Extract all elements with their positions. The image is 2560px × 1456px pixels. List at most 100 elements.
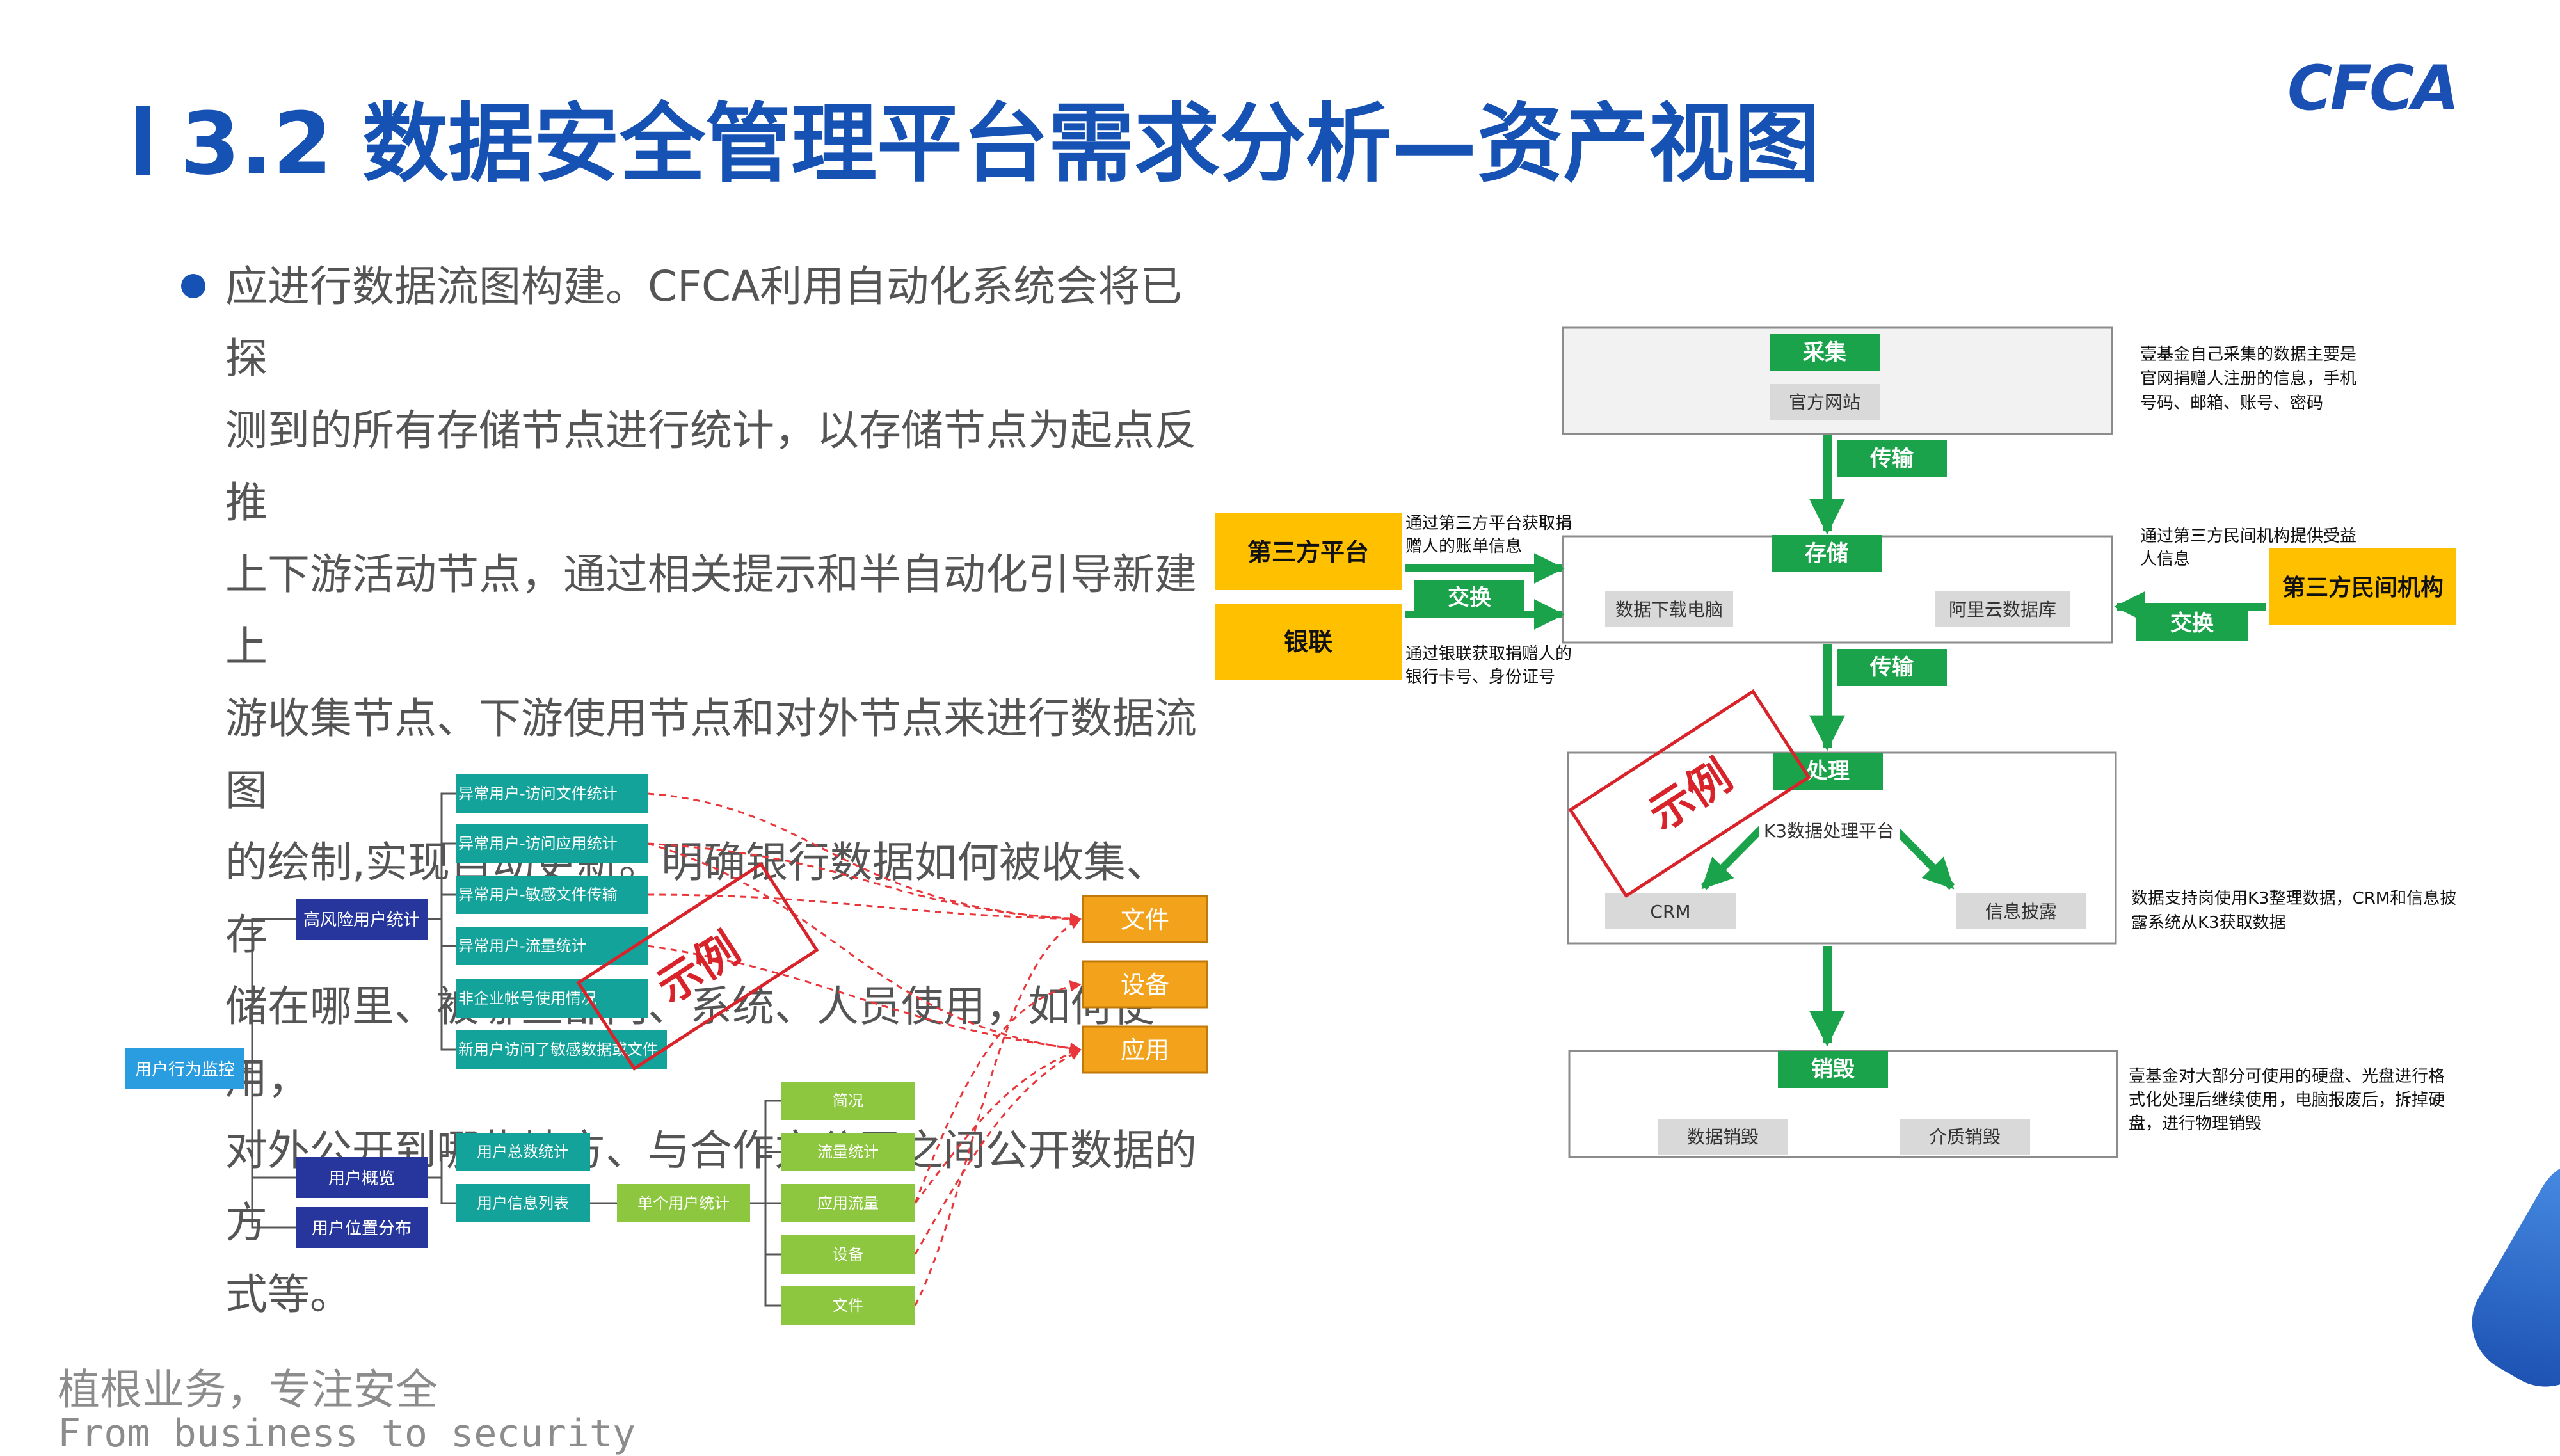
svg-text:第三方民间机构: 第三方民间机构 — [2282, 575, 2444, 601]
page-title: 3.2 数据安全管理平台需求分析—资产视图 — [180, 94, 1821, 194]
transfer-label-1: 传输 — [1837, 440, 1947, 477]
svg-text:单个用户统计: 单个用户统计 — [637, 1194, 730, 1212]
svg-text:新用户访问了敏感数据或文件: 新用户访问了敏感数据或文件 — [458, 1041, 658, 1059]
unionpay-note: 通过银联获取捐赠人的 银行卡号、身份证号 — [1405, 644, 1572, 687]
svg-text:传输: 传输 — [1869, 446, 1914, 472]
svg-text:赠人的账单信息: 赠人的账单信息 — [1405, 537, 1522, 556]
body-line: 储在哪里、被哪些部门、系统、人员使用，如何使用， — [225, 982, 1155, 1103]
svg-text:数据下载电脑: 数据下载电脑 — [1615, 599, 1723, 620]
svg-text:处理: 处理 — [1805, 758, 1850, 784]
svg-text:交换: 交换 — [2170, 611, 2214, 636]
svg-text:异常用户-流量统计: 异常用户-流量统计 — [458, 937, 587, 955]
svg-text:高风险用户统计: 高风险用户统计 — [303, 911, 420, 930]
svg-text:信息披露: 信息披露 — [1985, 901, 2057, 922]
svg-text:银联: 银联 — [1284, 628, 1332, 656]
exchange-label-right: 交换 — [2136, 605, 2248, 641]
body-paragraph: 应进行数据流图构建。CFCA利用自动化系统会将已探 测到的所有存储节点进行统计，… — [225, 251, 1198, 1331]
node-media-destroy: 介质销毁 — [1900, 1119, 2030, 1155]
svg-text:用户位置分布: 用户位置分布 — [312, 1219, 412, 1238]
svg-text:官方网站: 官方网站 — [1789, 392, 1860, 413]
svg-text:简况: 简况 — [833, 1092, 863, 1110]
svg-text:异常用户-敏感文件传输: 异常用户-敏感文件传输 — [458, 886, 618, 904]
svg-text:异常用户-访问应用统计: 异常用户-访问应用统计 — [458, 835, 618, 852]
k3-to-crm-arrow — [1700, 824, 1766, 890]
body-line: 游收集节点、下游使用节点和对外节点来进行数据流图 — [225, 694, 1197, 815]
svg-text:数据销毁: 数据销毁 — [1687, 1126, 1759, 1148]
process-note: 数据支持岗使用K3整理数据，CRM和信息披 露系统从K3获取数据 — [2131, 889, 2456, 932]
svg-text:流量统计: 流量统计 — [817, 1143, 879, 1161]
svg-text:露系统从K3获取数据: 露系统从K3获取数据 — [2131, 913, 2286, 932]
svg-text:用户总数统计: 用户总数统计 — [477, 1143, 569, 1161]
svg-text:非企业帐号使用情况: 非企业帐号使用情况 — [458, 989, 596, 1007]
svg-text:文件: 文件 — [833, 1297, 863, 1315]
svg-text:销毁: 销毁 — [1811, 1057, 1855, 1082]
svg-text:盘，进行物理销毁: 盘，进行物理销毁 — [2129, 1114, 2262, 1133]
cfca-logo: CFCA — [2287, 52, 2460, 124]
svg-text:应用: 应用 — [1121, 1036, 1169, 1064]
partner-third-party-org: 第三方民间机构 — [2269, 548, 2456, 625]
body-line: 应进行数据流图构建。CFCA利用自动化系统会将已探 — [225, 262, 1183, 383]
mindmap-risk-items: 异常用户-访问文件统计 异常用户-访问应用统计 异常用户-敏感文件传输 异常用户… — [456, 774, 667, 1069]
svg-text:壹基金自己采集的数据主要是: 壹基金自己采集的数据主要是 — [2140, 345, 2356, 364]
svg-text:银行卡号、身份证号: 银行卡号、身份证号 — [1405, 668, 1555, 687]
mindmap-overview: 用户概览 — [296, 1157, 428, 1198]
svg-text:用户信息列表: 用户信息列表 — [477, 1194, 569, 1212]
svg-text:式化处理后继续使用，电脑报废后，拆掉硬: 式化处理后继续使用，电脑报废后，拆掉硬 — [2129, 1091, 2445, 1110]
svg-text:壹基金对大部分可使用的硬盘、光盘进行格: 壹基金对大部分可使用的硬盘、光盘进行格 — [2129, 1067, 2445, 1086]
mindmap-leaves: 简况 流量统计 应用流量 设备 文件 — [781, 1082, 915, 1325]
exchange-label-left: 交换 — [1414, 580, 1524, 616]
svg-text:官网捐赠人注册的信息，手机: 官网捐赠人注册的信息，手机 — [2140, 369, 2356, 388]
mindmap-root: 用户行为监控 — [125, 1048, 244, 1089]
body-line: 上下游活动节点，通过相关提示和半自动化引导新建上 — [225, 550, 1197, 671]
node-disclosure: 信息披露 — [1956, 893, 2086, 929]
mindmap-location: 用户位置分布 — [296, 1207, 428, 1248]
svg-text:介质销毁: 介质销毁 — [1929, 1126, 2001, 1148]
footer-slogan-en: From business to security — [58, 1411, 636, 1456]
svg-text:K3数据处理平台: K3数据处理平台 — [1764, 820, 1894, 842]
svg-text:CRM: CRM — [1650, 901, 1690, 922]
node-data-destroy: 数据销毁 — [1658, 1119, 1788, 1155]
svg-text:存储: 存储 — [1805, 541, 1848, 566]
destroy-label: 销毁 — [1778, 1051, 1888, 1088]
mindmap-user-nodes: 用户总数统计 用户信息列表 单个用户统计 — [456, 1133, 750, 1222]
svg-text:通过银联获取捐赠人的: 通过银联获取捐赠人的 — [1405, 644, 1572, 664]
svg-text:文件: 文件 — [1121, 906, 1169, 934]
svg-text:号码、邮箱、账号、密码: 号码、邮箱、账号、密码 — [2140, 394, 2323, 413]
body-line: 式等。 — [225, 1270, 352, 1319]
node-download-pc: 数据下载电脑 — [1605, 591, 1733, 627]
svg-text:通过第三方平台获取捐: 通过第三方平台获取捐 — [1405, 514, 1572, 533]
mindmap-risk-group: 高风险用户统计 — [296, 899, 428, 940]
footer-slogan-cn: 植根业务，专注安全 — [58, 1365, 438, 1414]
svg-text:用户概览: 用户概览 — [328, 1169, 395, 1188]
svg-text:人信息: 人信息 — [2140, 550, 2190, 569]
mindmap-dashed-links — [647, 792, 1082, 1306]
svg-text:数据支持岗使用K3整理数据，CRM和信息披: 数据支持岗使用K3整理数据，CRM和信息披 — [2131, 889, 2456, 908]
svg-text:用户行为监控: 用户行为监控 — [135, 1060, 235, 1080]
bullet-dot — [181, 274, 205, 298]
svg-text:示例: 示例 — [648, 924, 749, 1013]
svg-text:设备: 设备 — [833, 1245, 863, 1263]
svg-text:第三方平台: 第三方平台 — [1247, 538, 1369, 566]
svg-text:通过第三方民间机构提供受益: 通过第三方民间机构提供受益 — [2140, 527, 2356, 546]
mindmap-connectors — [244, 792, 781, 1307]
svg-text:阿里云数据库: 阿里云数据库 — [1949, 599, 2056, 620]
svg-text:应用流量: 应用流量 — [817, 1194, 879, 1212]
title-accent-bar — [136, 106, 150, 175]
k3-to-disclosure-arrow — [1890, 824, 1955, 890]
storage-label: 存储 — [1772, 535, 1882, 572]
node-website: 官方网站 — [1770, 384, 1880, 420]
collect-note: 壹基金自己采集的数据主要是 官网捐赠人注册的信息，手机 号码、邮箱、账号、密码 — [2140, 345, 2356, 413]
node-k3-platform: K3数据处理平台 — [1759, 813, 1900, 849]
node-aliyun-db: 阿里云数据库 — [1935, 591, 2070, 627]
platform-note: 通过第三方平台获取捐 赠人的账单信息 — [1405, 514, 1572, 556]
partner-third-party-platform: 第三方平台 — [1215, 513, 1402, 590]
svg-text:采集: 采集 — [1803, 340, 1846, 365]
mindmap-targets: 文件 设备 应用 — [1082, 895, 1208, 1074]
body-line: 测到的所有存储节点进行统计，以存储节点为起点反推 — [225, 406, 1197, 527]
node-crm: CRM — [1605, 893, 1736, 929]
body-line: 的绘制,实现自动更新。明确银行数据如何被收集、存 — [225, 838, 1168, 959]
collect-label: 采集 — [1770, 334, 1880, 371]
process-label: 处理 — [1773, 753, 1883, 790]
transfer-label-2: 传输 — [1837, 649, 1947, 686]
